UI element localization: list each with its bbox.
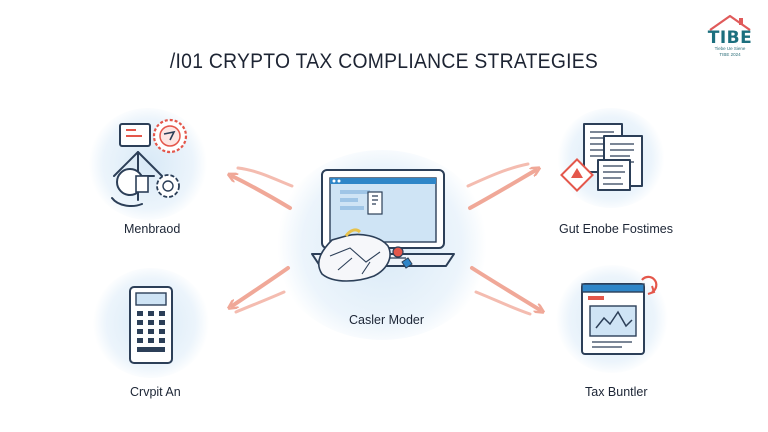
center-label: Casler Moder (349, 313, 425, 327)
arrow-to-bottom-right (470, 266, 540, 316)
logo-subtitle: Tiebe Ue Siene (714, 46, 746, 51)
bottom-left-label: Crvpit An (130, 385, 181, 399)
laptop-icon (311, 169, 455, 282)
arrow-to-top-right (466, 162, 536, 210)
arrow-to-bottom-left (232, 266, 290, 314)
documents-icon (560, 123, 643, 192)
network-seals-icon (111, 118, 188, 207)
brand-logo: TIBE Tiebe Ue Siene TIBE 2024 (702, 8, 758, 64)
top-right-label: Gut Enobe Fostimes (559, 222, 673, 236)
logo-text: TIBE (707, 28, 753, 48)
bottom-right-label: Tax Buntler (585, 385, 648, 399)
arrow-to-top-left (232, 166, 294, 210)
top-left-label: Menbraod (124, 222, 181, 236)
tax-window-icon (581, 275, 658, 355)
calculator-icon (129, 286, 173, 364)
page-title: /I01 CRYPTO TAX COMPLIANCE STRATEGIES (169, 50, 599, 73)
logo-subtitle-2: TIBE 2024 (719, 52, 741, 57)
house-roof-icon (709, 14, 751, 31)
